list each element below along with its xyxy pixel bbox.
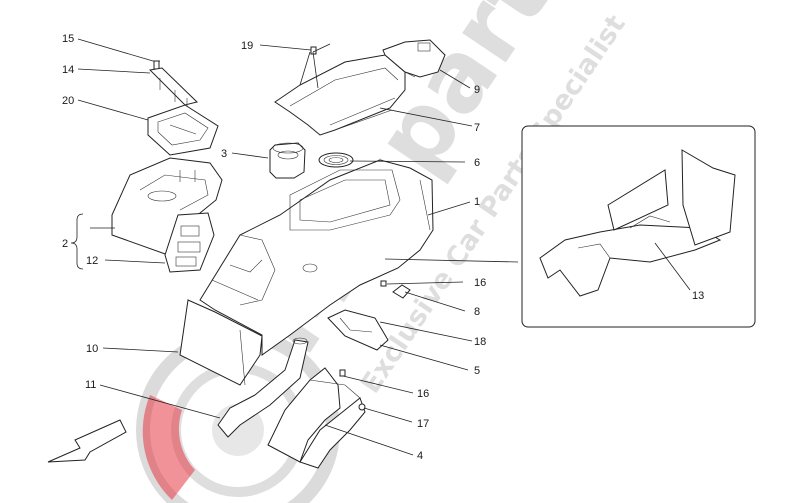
part-6-speaker-grille — [318, 152, 354, 168]
part-16-screw-lower — [339, 369, 346, 377]
callout-labels: 15 14 20 3 19 9 7 6 1 2 12 10 11 16 8 18… — [62, 33, 704, 462]
part-16-screw-upper — [380, 280, 387, 287]
part-9-armrest-hinge — [382, 39, 446, 78]
callout-16-upper: 16 — [474, 277, 486, 289]
callout-5: 5 — [474, 365, 480, 377]
callout-14: 14 — [62, 64, 74, 76]
part-14-trim-strip — [148, 67, 198, 108]
callout-10: 10 — [86, 343, 98, 355]
part-3-cup-holder — [269, 142, 306, 179]
part-1-console-body — [199, 159, 434, 356]
callout-11: 11 — [85, 379, 96, 391]
part-13-detail-inset — [521, 125, 756, 328]
callout-16-lower: 16 — [417, 388, 429, 400]
callout-15: 15 — [62, 33, 74, 45]
part-15-screw — [153, 60, 160, 70]
part-17-bolt — [358, 403, 366, 411]
part-7-armrest-lid — [274, 54, 406, 136]
part-10-side-panel — [179, 299, 263, 386]
callout-6: 6 — [474, 157, 480, 169]
callout-9: 9 — [474, 84, 480, 96]
callout-8: 8 — [474, 306, 480, 318]
callout-12: 12 — [86, 255, 98, 267]
callout-2: 2 — [62, 238, 68, 250]
front-direction-arrow — [47, 419, 127, 463]
leader-lines — [70, 38, 691, 456]
part-4-support-frame — [267, 367, 366, 469]
callout-17: 17 — [417, 418, 429, 430]
part-18-bracket — [327, 309, 389, 351]
callout-1: 1 — [474, 196, 480, 208]
callout-13: 13 — [692, 290, 704, 302]
callout-3: 3 — [221, 148, 227, 160]
callout-19: 19 — [241, 40, 253, 52]
callout-7: 7 — [474, 122, 480, 134]
part-8-clip — [392, 284, 411, 299]
callout-4: 4 — [417, 450, 423, 462]
part-20-tray — [147, 104, 219, 156]
callout-18: 18 — [474, 336, 486, 348]
part-2-front-cover — [111, 157, 223, 256]
part-12-switch-panel — [164, 212, 215, 273]
part-11-air-duct — [217, 337, 309, 438]
callout-20: 20 — [62, 95, 74, 107]
